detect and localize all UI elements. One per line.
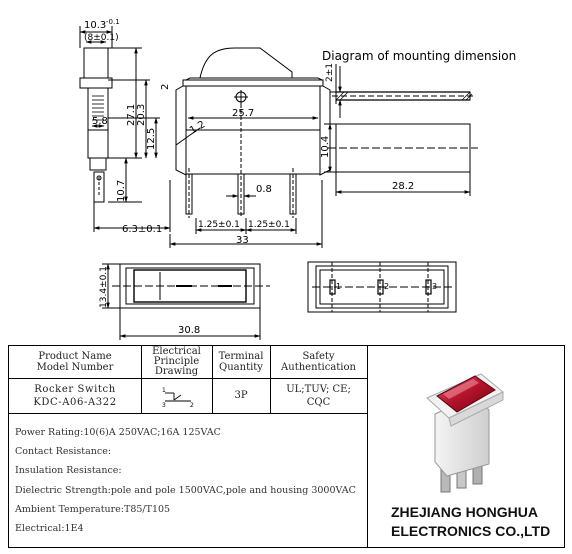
spec-electrical-life: Electrical:1E4 xyxy=(15,523,84,534)
dim-13-4: 13.4±0.1 xyxy=(99,266,109,308)
header-terminal-line2: Quantity xyxy=(219,362,263,373)
table-divider xyxy=(9,378,367,379)
header-electrical-line2: Principle xyxy=(153,356,200,367)
dim-width-top: 10.3 xyxy=(84,20,106,31)
side-view xyxy=(79,26,171,232)
dim-30-8: 30.8 xyxy=(178,325,200,336)
header-terminal-line1: Terminal xyxy=(218,351,264,362)
dim-1-25-a: 1.25±0.1 xyxy=(198,220,240,230)
dim-10-4: 10.4 xyxy=(320,136,331,158)
schematic-pin-1: 1 xyxy=(162,387,166,394)
rocker-switch-photo xyxy=(426,373,504,493)
top-view xyxy=(102,263,270,340)
dim-6-3: 6.3±0.1 xyxy=(122,224,162,235)
front-view xyxy=(169,47,331,248)
company-name-line2: ELECTRONICS CO.,LTD xyxy=(391,523,551,539)
value-safety: UL;TUV; CE; CQC xyxy=(270,383,367,409)
dim-0-8: 0.8 xyxy=(256,184,272,195)
pin-label-2: 2 xyxy=(384,282,389,291)
table-divider xyxy=(270,346,271,413)
table-divider xyxy=(141,346,142,413)
dim-27-1: 27.1 xyxy=(126,104,137,126)
pin-label-1: 1 xyxy=(336,282,341,291)
safety-value-line2: CQC xyxy=(306,397,331,408)
dim-10-7: 10.7 xyxy=(116,180,127,202)
electrical-schematic: 1 3 2 xyxy=(162,387,194,408)
dim-2: 2 xyxy=(160,84,171,90)
dim-25-7: 25.7 xyxy=(232,108,254,119)
company-name-line1: ZHEJIANG HONGHUA xyxy=(391,504,539,520)
header-electrical-line3: Drawing xyxy=(154,366,199,377)
dim-width-top-tol: -0.1 xyxy=(106,18,120,26)
header-terminal: Terminal Quantity xyxy=(212,351,270,373)
table-divider xyxy=(367,346,368,547)
bottom-view xyxy=(307,261,457,313)
product-name-value: Rocker Switch xyxy=(34,384,116,395)
dim-28-2: 28.2 xyxy=(392,181,414,192)
header-electrical: Electrical Principle Drawing xyxy=(141,347,212,377)
dim-1-2: 1.2 xyxy=(188,119,207,136)
table-divider xyxy=(212,346,213,413)
table-divider xyxy=(9,413,367,414)
spec-sheet: Product Name Model Number Electrical Pri… xyxy=(8,345,565,548)
dim-inner-width: (8±0.1) xyxy=(84,33,119,43)
schematic-pin-3: 3 xyxy=(162,402,166,408)
technical-drawing: 10.3 -0.1 (8±0.1) Diagram of mounting di… xyxy=(79,18,516,340)
header-product-model: Product Name Model Number xyxy=(9,351,141,373)
model-number-value: KDC-A06-A322 xyxy=(33,397,117,408)
safety-value-line1: UL;TUV; CE; xyxy=(286,384,351,395)
spec-dielectric-strength: Dielectric Strength:pole and pole 1500VA… xyxy=(15,485,356,496)
spec-ambient-temperature: Ambient Temperature:T85/T105 xyxy=(15,504,171,515)
dim-5-8: 5.8 xyxy=(92,116,108,127)
header-model-number: Model Number xyxy=(36,362,114,373)
terminal-qty-value: 3P xyxy=(234,390,248,401)
header-electrical-line1: Electrical xyxy=(152,346,201,357)
dim-12-5: 12.5 xyxy=(146,128,157,150)
header-product-name: Product Name xyxy=(38,351,112,362)
value-product-model: Rocker Switch KDC-A06-A322 xyxy=(9,383,141,409)
schematic-pin-2: 2 xyxy=(190,402,194,408)
dim-20-3: 20.3 xyxy=(136,104,147,126)
dim-1-25-b: 1.25±0.1 xyxy=(248,220,290,230)
spec-insulation-resistance: Insulation Resistance: xyxy=(15,465,122,476)
header-safety-line1: Safety xyxy=(302,351,335,362)
spec-power-rating: Power Rating:10(6)A 250VAC;16A 125VAC xyxy=(15,427,221,438)
mounting-title: Diagram of mounting dimension xyxy=(322,49,516,63)
header-safety: Safety Authentication xyxy=(270,351,367,373)
dim-2pm1: 2±1 xyxy=(325,63,335,82)
dim-33: 33 xyxy=(236,235,249,246)
spec-contact-resistance: Contact Resistance: xyxy=(15,446,112,457)
mounting-view xyxy=(324,64,478,196)
pin-label-3: 3 xyxy=(432,282,437,291)
header-safety-line2: Authentication xyxy=(281,362,356,373)
